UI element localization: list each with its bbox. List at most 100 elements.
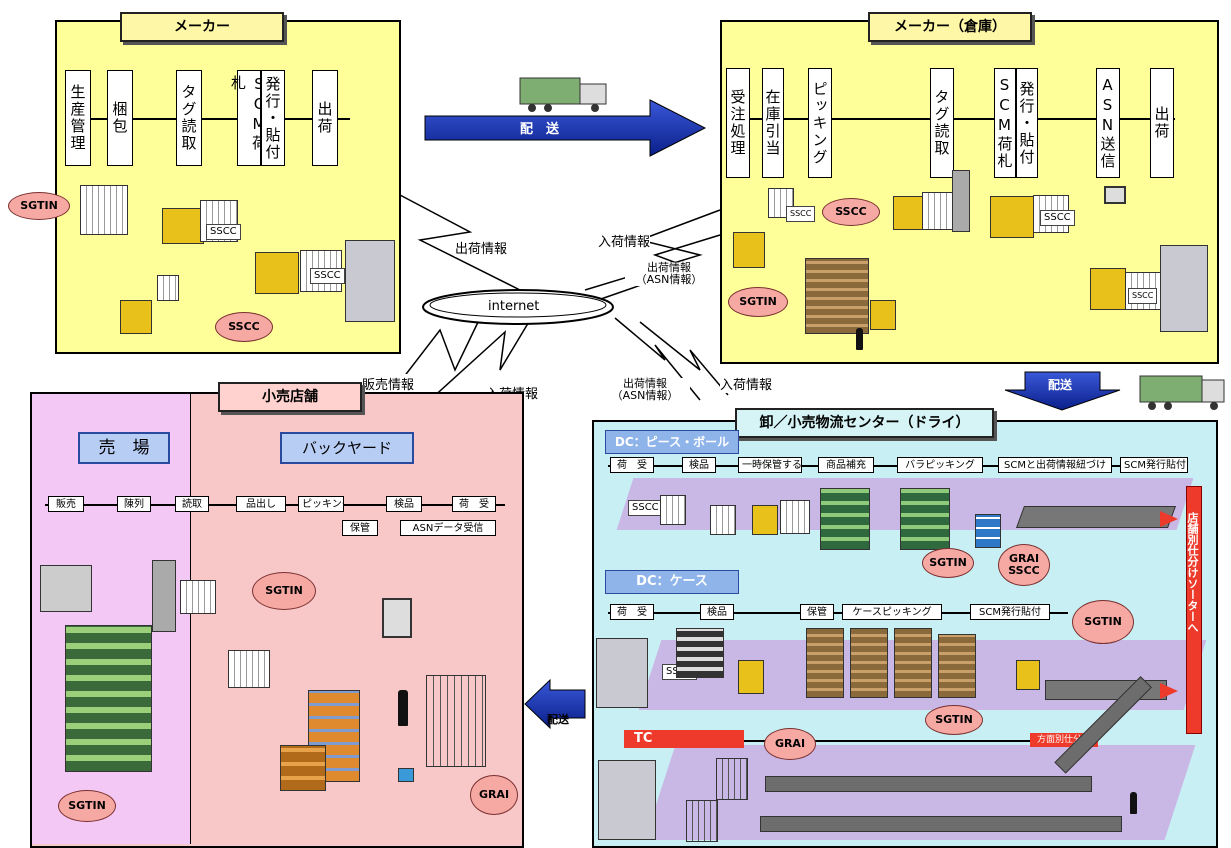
dc-piece-label: DC：ピース・ボール xyxy=(605,430,739,454)
network-label-asn-2: 出荷情報 （ASN情報） xyxy=(600,378,690,402)
pallet-icon xyxy=(660,495,686,525)
case-step-picking: ケースピッキング xyxy=(842,604,942,620)
truck-container-icon xyxy=(596,638,648,708)
rolling-cart-icon xyxy=(426,675,486,767)
door-icon xyxy=(952,170,970,232)
piece-step-temp: 一時保管する xyxy=(738,457,802,473)
forklift-icon xyxy=(893,196,925,230)
truck-container-icon xyxy=(598,760,656,840)
retail-title: 小売店舗 xyxy=(218,382,362,412)
warehouse-step-4: タグ読取 xyxy=(930,68,954,178)
pallet-icon xyxy=(710,505,736,535)
box-stack-icon xyxy=(975,514,1001,548)
case-step-storage: 保管 xyxy=(800,604,834,620)
conveyor-icon xyxy=(1016,506,1176,528)
pallet-icon xyxy=(157,275,179,301)
maker-warehouse-title: メーカー（倉庫） xyxy=(868,12,1032,42)
retail-step-receive: 荷 受 xyxy=(452,496,496,512)
retail-step-picking: ピッキング xyxy=(298,496,344,512)
sscc-label: SSCC xyxy=(206,224,241,240)
forklift-icon xyxy=(255,252,299,294)
reader-gate-icon xyxy=(152,560,176,632)
warehouse-step-2: 在庫引当 xyxy=(762,68,784,178)
warehouse-step-7: ASN送信 xyxy=(1096,68,1120,178)
piece-step-inspect: 検品 xyxy=(682,457,716,473)
worker-icon xyxy=(1130,792,1137,814)
sorter-arrow-icon xyxy=(1160,683,1178,699)
network-label-receiving: 入荷情報 xyxy=(598,231,650,250)
checkout-icon xyxy=(40,565,92,612)
retail-tag-sgtin-gate: SGTIN xyxy=(252,572,316,610)
pc-icon xyxy=(382,598,412,638)
forklift-icon xyxy=(120,300,152,334)
forklift-icon xyxy=(733,232,765,268)
maker-step-6: 出荷 xyxy=(312,70,338,166)
pallet-icon xyxy=(780,500,810,534)
shelf-icon xyxy=(894,628,932,698)
case-step-inspect: 検品 xyxy=(700,604,734,620)
retail-step-display: 陳列 xyxy=(117,496,151,512)
maker-tag-sgtin: SGTIN xyxy=(8,192,70,220)
sscc-label: SSCC xyxy=(628,500,663,516)
sscc-label: SSCC xyxy=(1040,210,1075,226)
warehouse-step-8: 出荷 xyxy=(1150,68,1174,178)
dc-title: 卸／小売物流センター（ドライ） xyxy=(735,408,994,438)
case-step-receive: 荷 受 xyxy=(610,604,654,620)
retail-step-restock: 品出し xyxy=(236,496,286,512)
retail-step-inspect: 検品 xyxy=(386,496,422,512)
maker-step-3: タグ読取 xyxy=(176,70,202,166)
retail-step-read: 読取 xyxy=(175,496,209,512)
piece-step-link: SCMと出荷情報紐づけ xyxy=(998,457,1112,473)
forklift-icon xyxy=(1016,660,1040,690)
pc-icon xyxy=(1104,186,1126,204)
truck-container-icon xyxy=(345,240,395,322)
forklift-icon xyxy=(870,300,896,330)
shelf-icon xyxy=(850,628,888,698)
retail-step-asn: ASNデータ受信 xyxy=(400,520,496,536)
dc-case-label: DC：ケース xyxy=(605,570,739,594)
network-label-asn-1: 出荷情報 （ASN情報） xyxy=(625,262,713,286)
retail-tag-sgtin-floor: SGTIN xyxy=(58,790,116,822)
shelf-icon xyxy=(938,634,976,698)
network-label-receiving-3: 入荷情報 xyxy=(720,374,772,393)
retail-step-storage: 保管 xyxy=(342,520,378,536)
conveyor-icon xyxy=(760,816,1122,832)
delivery-label-1: 配 送 xyxy=(520,118,559,137)
dc-tc-label: TC xyxy=(624,730,744,748)
truck-container-icon xyxy=(1160,245,1208,332)
piece-tag-grai-sscc: GRAI SSCC xyxy=(998,544,1050,586)
cart-icon xyxy=(228,650,270,688)
internet-label: internet xyxy=(488,299,539,314)
warehouse-tag-sgtin: SGTIN xyxy=(728,287,788,317)
maker-tag-sscc: SSCC xyxy=(215,312,273,342)
display-shelf-icon xyxy=(65,625,152,772)
warehouse-step-3: ピッキング xyxy=(808,68,832,178)
tc-tag-grai: GRAI xyxy=(764,728,816,760)
pallet-icon xyxy=(922,192,954,230)
shelf-icon xyxy=(806,628,844,698)
piece-step-label: SCM発行貼付 xyxy=(1120,457,1188,473)
worker-icon xyxy=(856,328,863,350)
box-icon xyxy=(398,768,414,782)
retail-tag-grai: GRAI xyxy=(470,775,518,815)
shelf-icon xyxy=(900,488,950,550)
sales-floor-label: 売 場 xyxy=(78,432,170,464)
worker-icon xyxy=(398,690,408,726)
forklift-icon xyxy=(752,505,778,535)
pallet-icon xyxy=(80,185,128,235)
piece-step-picking: バラピッキング xyxy=(897,457,983,473)
truck-icon-1 xyxy=(520,78,606,112)
rolling-cart-icon xyxy=(686,800,718,842)
box-stack-icon xyxy=(280,745,326,791)
maker-step-4: SCM荷札 xyxy=(237,70,261,166)
warehouse-step-6: 発行・貼付 xyxy=(1016,68,1038,178)
forklift-icon xyxy=(1090,268,1126,310)
case-tag-sgtin-1: SGTIN xyxy=(1072,600,1134,644)
piece-step-replenish: 商品補充 xyxy=(818,457,874,473)
conveyor-icon xyxy=(765,776,1092,792)
rolling-cart-icon xyxy=(716,758,748,800)
case-tag-sgtin-2: SGTIN xyxy=(925,705,983,735)
shelf-icon xyxy=(820,488,870,550)
piece-step-receive: 荷 受 xyxy=(610,457,654,473)
delivery-label-2: 配送 xyxy=(1048,376,1072,393)
